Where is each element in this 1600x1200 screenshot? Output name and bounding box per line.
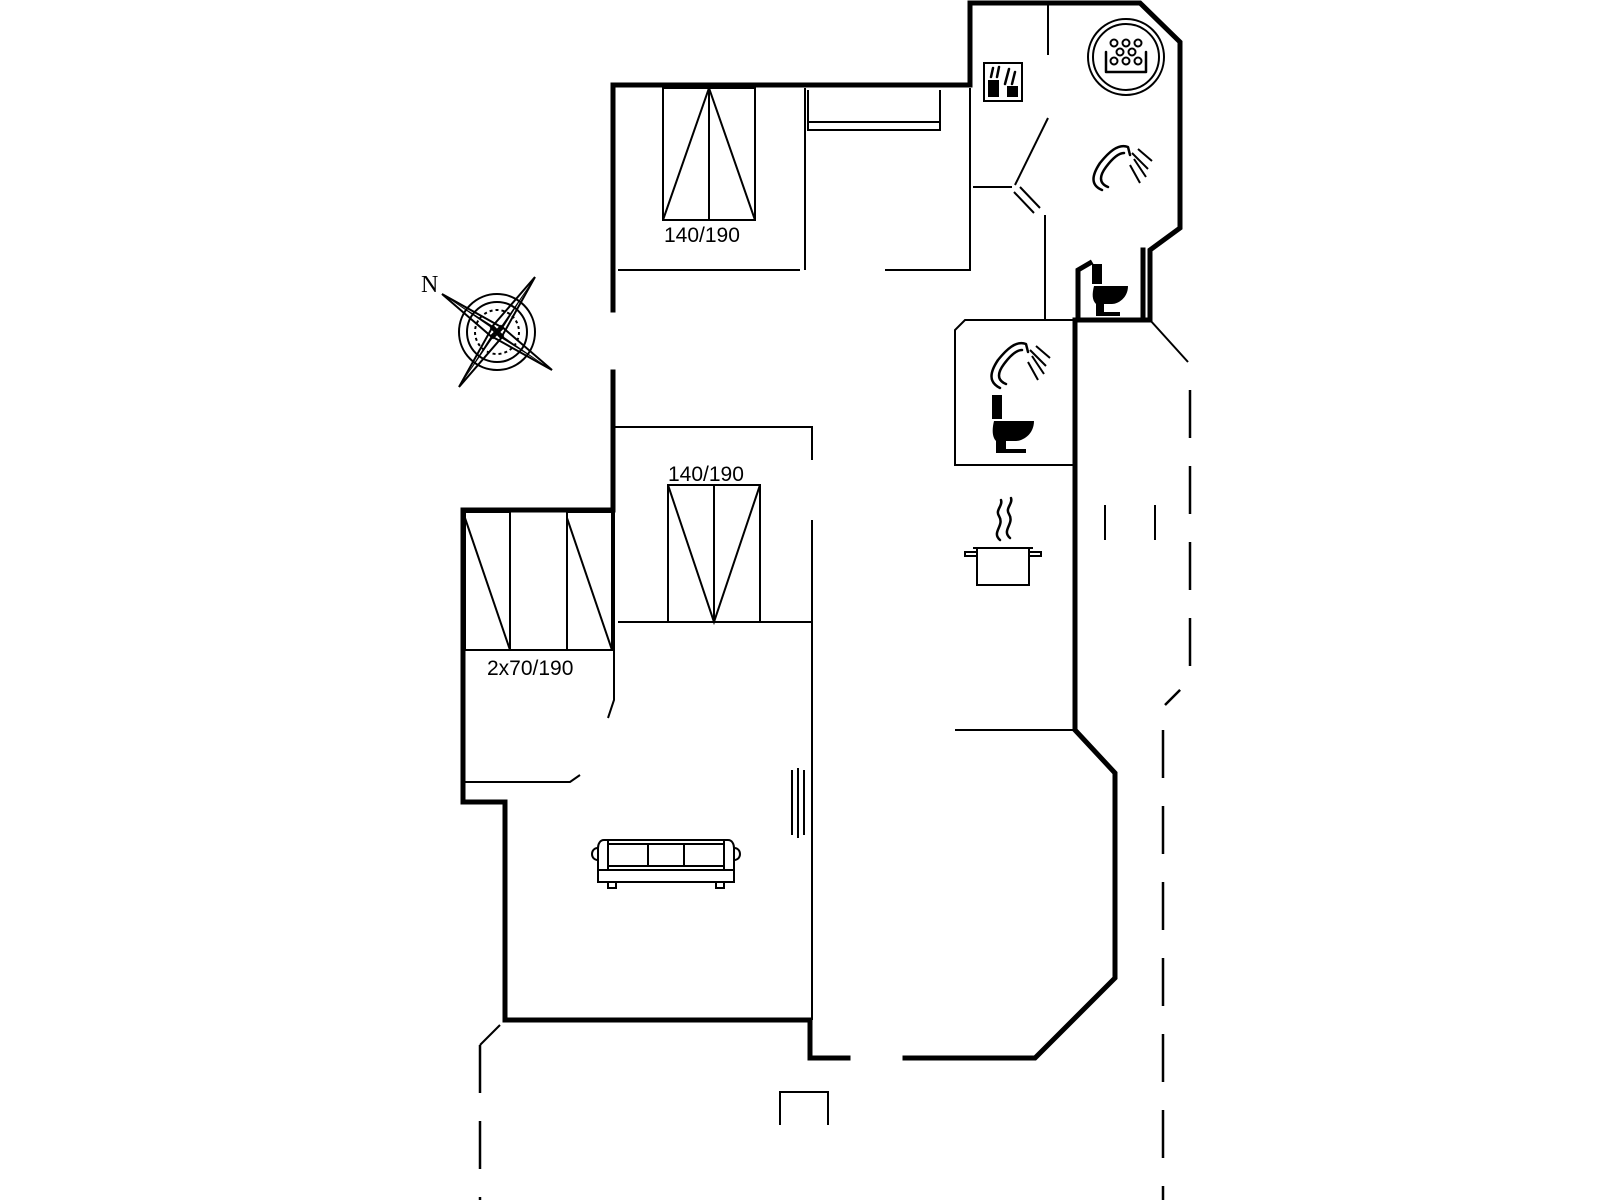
terrace-outline <box>478 319 1192 1200</box>
washing-machine-icon <box>983 62 1023 102</box>
wardrobe <box>807 90 941 131</box>
bed-2-size-label: 140/190 <box>668 463 744 486</box>
compass-rose-icon: N <box>421 272 553 388</box>
toilet-icon <box>1092 264 1128 316</box>
exterior-walls <box>460 0 1183 1061</box>
shower-icon <box>1092 144 1153 192</box>
whirlpool-bath-icon <box>1087 18 1165 96</box>
toilet-icon <box>992 395 1034 453</box>
compass-north-label: N <box>421 272 438 298</box>
bed-3: 2x70/190 <box>464 511 613 680</box>
sofa-icon <box>591 839 741 889</box>
bed-3-size-label: 2x70/190 <box>487 657 573 680</box>
cooking-pot-icon <box>964 496 1042 586</box>
bed-1: 140/190 <box>662 84 756 247</box>
bed-2: 140/190 <box>667 463 761 626</box>
shower-icon <box>990 341 1051 390</box>
bed-1-size-label: 140/190 <box>664 224 740 247</box>
